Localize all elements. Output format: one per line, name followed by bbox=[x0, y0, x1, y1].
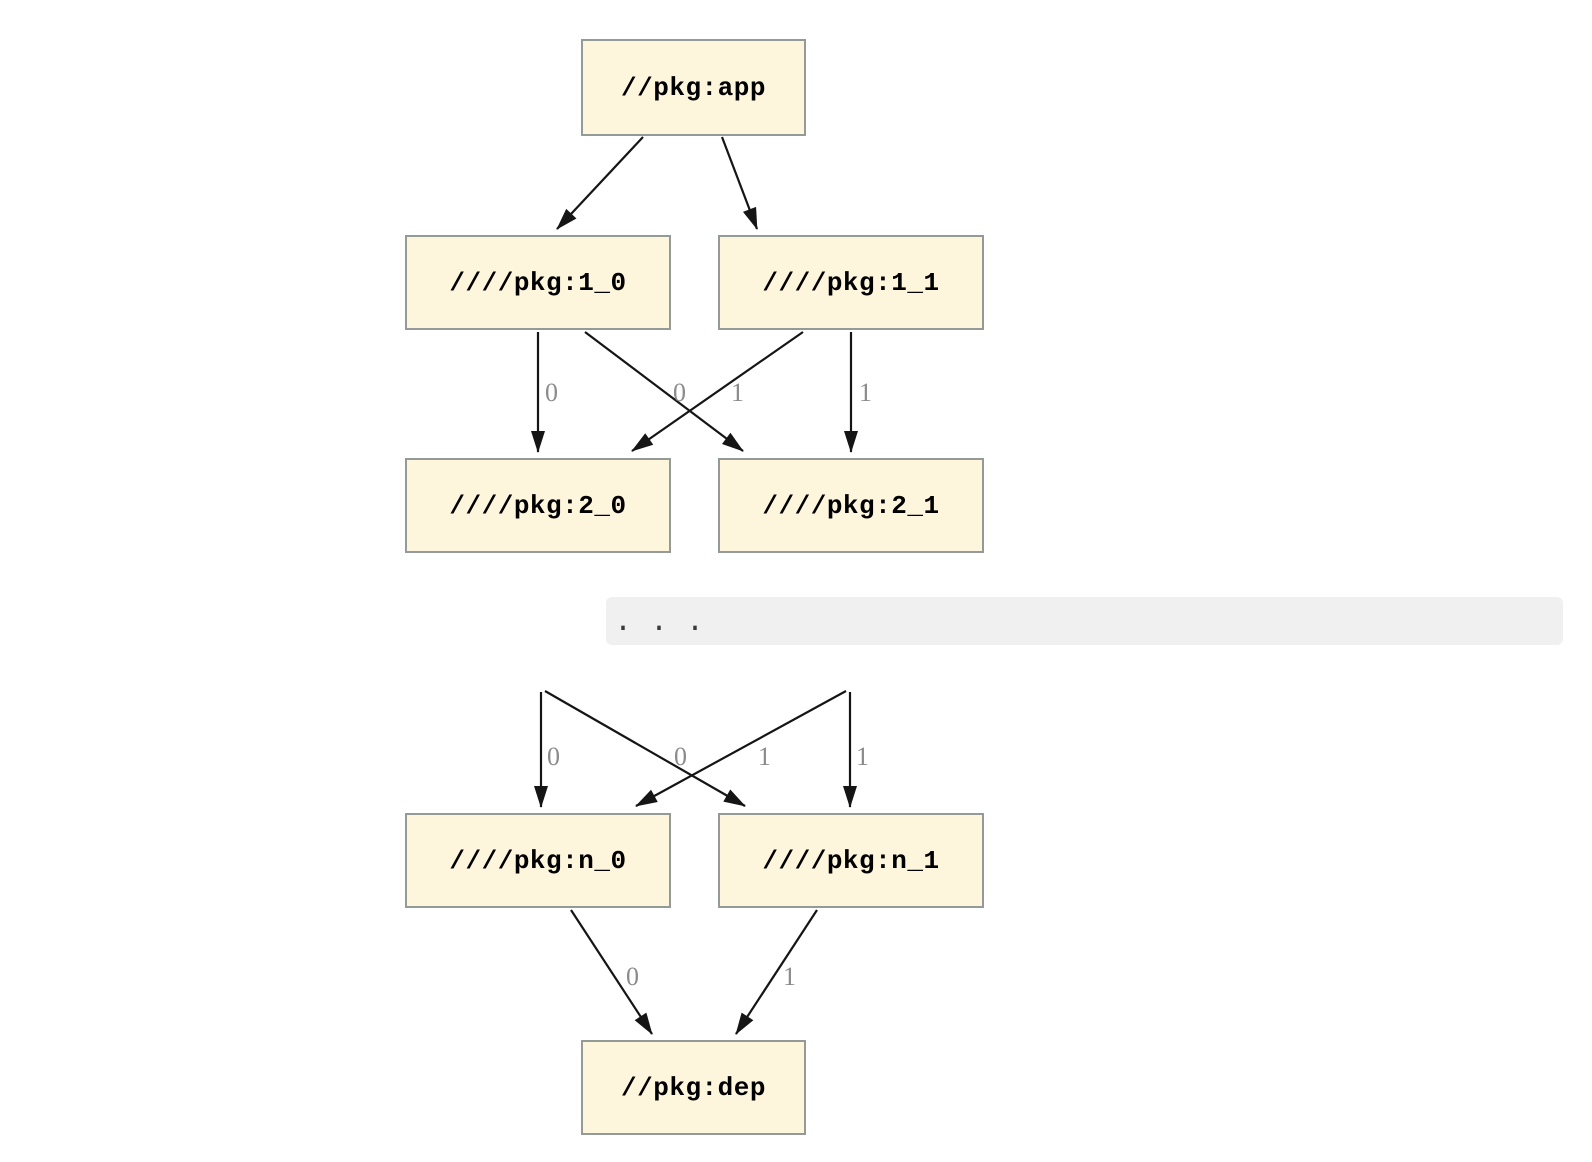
node-pkg-2_0: ////pkg:2_0 bbox=[405, 458, 671, 553]
node-pkg-app: //pkg:app bbox=[581, 39, 806, 136]
node-pkg-2_1: ////pkg:2_1 bbox=[718, 458, 984, 553]
node-pkg-n_1: ////pkg:n_1 bbox=[718, 813, 984, 908]
node-label: ////pkg:2_0 bbox=[449, 490, 627, 521]
edge-label-1_0-2_0: 0 bbox=[545, 378, 558, 407]
edge-label-1_0-2_1: 1 bbox=[731, 378, 744, 407]
node-pkg-1_0: ////pkg:1_0 bbox=[405, 235, 671, 330]
node-pkg-n_0: ////pkg:n_0 bbox=[405, 813, 671, 908]
node-label: ////pkg:2_1 bbox=[762, 490, 940, 521]
node-label: ////pkg:1_1 bbox=[762, 267, 940, 298]
edge-label-n_0-cross: 0 bbox=[674, 742, 687, 771]
edge-label-1_1-2_1: 1 bbox=[859, 378, 872, 407]
edge-n_0-to-dep bbox=[570, 909, 653, 1035]
edge-label-n_1-cross: 1 bbox=[758, 742, 771, 771]
edge-label-1_1-2_0: 0 bbox=[673, 378, 686, 407]
ellipsis-code-block: . . . bbox=[606, 597, 1563, 645]
edge-into-n_0-cross bbox=[635, 690, 847, 807]
node-pkg-1_1: ////pkg:1_1 bbox=[718, 235, 984, 330]
node-label: //pkg:app bbox=[621, 72, 766, 103]
edge-1_1-to-2_0 bbox=[631, 331, 804, 452]
edge-label-n_1-dep: 1 bbox=[783, 962, 796, 991]
edge-label-n_1-straight: 1 bbox=[856, 742, 869, 771]
edge-into-n_1-cross bbox=[544, 690, 746, 807]
node-label: ////pkg:n_0 bbox=[449, 845, 627, 876]
node-label: ////pkg:1_0 bbox=[449, 267, 627, 298]
node-pkg-dep: //pkg:dep bbox=[581, 1040, 806, 1135]
node-label: //pkg:dep bbox=[621, 1072, 766, 1103]
edge-n_1-to-dep bbox=[735, 909, 818, 1035]
node-label: ////pkg:n_1 bbox=[762, 845, 940, 876]
edge-label-n_0-dep: 0 bbox=[626, 962, 639, 991]
edge-app-to-1_0 bbox=[556, 136, 644, 230]
edge-1_0-to-2_1 bbox=[584, 331, 744, 452]
edge-app-to-1_1 bbox=[720, 136, 759, 230]
edge-label-n_0-straight: 0 bbox=[547, 742, 560, 771]
